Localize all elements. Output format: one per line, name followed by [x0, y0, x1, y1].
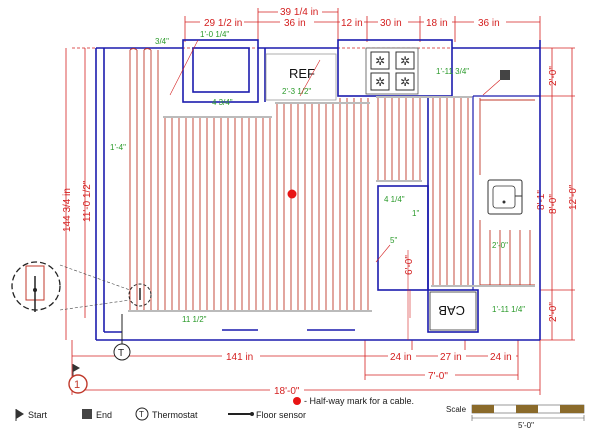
- svg-text:✲: ✲: [375, 75, 385, 89]
- svg-text:✲: ✲: [400, 54, 410, 68]
- svg-text:✲: ✲: [375, 54, 385, 68]
- bottom-dimensions: [71, 340, 541, 395]
- left-dimensions: [65, 48, 86, 340]
- end-marker-icon: [500, 70, 510, 80]
- stove-icon: ✲ ✲ ✲ ✲: [365, 47, 419, 95]
- halfway-mark-icon: [287, 189, 297, 199]
- dim-11-0-1-2: 11'-0 1/2": [82, 180, 93, 222]
- legend-start: Start: [28, 410, 48, 420]
- note-1-11-1-4: 1'-11 1/4": [492, 305, 525, 314]
- legend: Start End T Thermostat Floor sensor - Ha…: [15, 396, 414, 421]
- thermostat-symbol-text: T: [118, 348, 124, 359]
- counter: [472, 95, 540, 290]
- right-dimensions: [540, 47, 575, 341]
- svg-text:✲: ✲: [400, 75, 410, 89]
- dim-29-1-2: 29 1/2 in: [204, 18, 242, 29]
- dim-bg: [438, 350, 466, 362]
- walls: [95, 39, 541, 341]
- dim-18-0: 18'-0": [274, 386, 300, 397]
- note-1: 1": [412, 209, 419, 218]
- view-number: 1: [74, 379, 80, 391]
- note-4-3-4: 4 3/4": [212, 98, 233, 107]
- cabinet: [429, 291, 477, 331]
- heating-cables: [129, 48, 535, 312]
- dim-bg: [340, 16, 364, 28]
- dim-bg: [278, 6, 322, 18]
- legend-floor-sensor: Floor sensor: [256, 410, 306, 420]
- dim-bg: [200, 16, 244, 28]
- dim-24-a: 24 in: [390, 352, 412, 363]
- scale-value: 5'-0": [518, 421, 534, 430]
- dim-27: 27 in: [440, 352, 462, 363]
- dim-bg: [222, 350, 260, 362]
- dim-bg: [378, 16, 408, 28]
- dim-bg: [388, 350, 416, 362]
- dim-7-0: 7'-0": [428, 371, 448, 382]
- leader-lines: [169, 39, 501, 340]
- note-5: 5": [390, 236, 397, 245]
- dim-bg: [270, 384, 304, 396]
- dim-bg: [424, 16, 452, 28]
- note-4-1-4: 4 1/4": [384, 195, 405, 204]
- dim-6-0: 6'-0": [404, 255, 415, 275]
- refrigerator: [265, 53, 337, 101]
- legend-halfway: - Half-way mark for a cable.: [304, 396, 414, 406]
- legend-end: End: [96, 410, 112, 420]
- note-2-0: 2'-0": [492, 241, 508, 250]
- dim-144-3-4: 144 3/4 in: [62, 188, 73, 232]
- note-1-0-1-4: 1'-0 1/4": [200, 30, 229, 39]
- dim-36-b: 36 in: [478, 18, 500, 29]
- scale-bar: Scale 5'-0": [446, 404, 585, 430]
- thermostat-legend-symbol: T: [139, 410, 144, 419]
- dim-39-1-4: 39 1/4 in: [280, 7, 318, 18]
- note-2-3-1-2: 2'-3 1/2": [282, 87, 311, 96]
- thermostat-legend-icon: [135, 407, 149, 421]
- dim-141: 141 in: [226, 352, 253, 363]
- dim-36-a: 36 in: [284, 18, 306, 29]
- dim-24-b: 24 in: [490, 352, 512, 363]
- scale-label: Scale: [446, 405, 467, 414]
- dim-bg: [474, 16, 506, 28]
- dim-18: 18 in: [426, 18, 448, 29]
- cab-label: CAB: [438, 303, 465, 318]
- dim-12-0: 12'-0": [568, 184, 579, 210]
- view-marker: 1: [68, 364, 88, 394]
- dim-bg: [280, 16, 314, 28]
- start-icon: [16, 409, 24, 419]
- note-1-4: 1'-4": [110, 143, 126, 152]
- sink-icon: [487, 179, 523, 215]
- dim-12: 12 in: [341, 18, 363, 29]
- dim-2-0-top: 2'-0": [548, 66, 559, 86]
- dim-8-1: 8'-1": [536, 190, 547, 210]
- dim-bg: [488, 350, 516, 362]
- ref-label: REF: [289, 66, 315, 81]
- note-1-11-3-4: 1'-11 3/4": [436, 67, 469, 76]
- start-detail: [11, 261, 152, 312]
- note-11-1-2: 11 1/2": [182, 315, 207, 324]
- cable-frames: [128, 96, 535, 312]
- end-icon: [82, 409, 92, 419]
- thermostat-icon: T: [113, 314, 131, 361]
- dim-2-0-bottom: 2'-0": [548, 302, 559, 322]
- dim-bg: [425, 369, 455, 381]
- note-3-4: 3/4": [155, 37, 169, 46]
- dim-30: 30 in: [380, 18, 402, 29]
- legend-thermostat: Thermostat: [152, 410, 198, 420]
- dim-8-0: 8'-0": [548, 194, 559, 214]
- halfway-legend-icon: [293, 397, 301, 405]
